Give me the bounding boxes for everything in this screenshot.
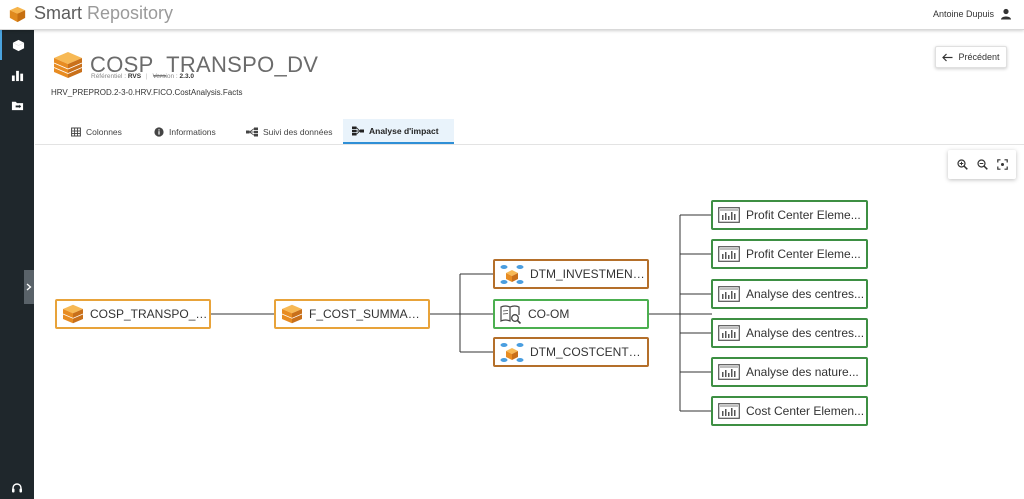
datamart-icon <box>500 265 524 284</box>
object-path: HRV_PREPROD.2-3-0.HRV.FICO.CostAnalysis.… <box>51 88 243 97</box>
top-bar: Smart Repository Antoine Dupuis <box>0 0 1024 30</box>
zoom-in-button[interactable] <box>955 158 969 172</box>
object-meta: Référentiel : RVS | Version : 2.3.0 <box>91 73 195 80</box>
bar-chart-icon <box>11 70 23 81</box>
zoom-in-icon <box>956 159 968 170</box>
report-icon <box>718 403 740 419</box>
report-icon <box>718 286 740 302</box>
app-title[interactable]: Smart Repository <box>34 3 174 23</box>
zoom-out-button[interactable] <box>975 158 989 172</box>
graph-node-level1[interactable]: F_COST_SUMMARY... <box>274 299 430 329</box>
graph-node-root[interactable]: COSP_TRANSPO_D... <box>55 299 211 329</box>
table-icon <box>71 127 81 136</box>
sidebar <box>0 30 34 499</box>
tab-bar: Colonnes Informations Suivi des données <box>35 119 1024 145</box>
user-icon[interactable] <box>1000 8 1012 20</box>
user-name[interactable]: Antoine Dupuis <box>932 9 994 19</box>
graph-node-report-3[interactable]: Analyse des centres... <box>711 279 868 309</box>
graph-node-co-om[interactable]: CO-OM <box>493 299 649 329</box>
fit-view-icon <box>996 159 1008 170</box>
lineage-icon <box>246 127 258 136</box>
info-icon <box>154 126 164 137</box>
sidebar-item-support[interactable] <box>0 477 34 499</box>
sidebar-item-folders[interactable] <box>0 90 34 120</box>
graph-node-dtm-costcenter[interactable]: DTM_COSTCENTER... <box>493 337 649 367</box>
tab-analyse-impact[interactable]: Analyse d'impact <box>343 119 454 144</box>
report-icon <box>718 246 740 262</box>
tab-suivi-donnees[interactable]: Suivi des données <box>237 119 341 144</box>
report-icon <box>718 325 740 341</box>
zoom-controls <box>948 150 1016 179</box>
book-search-icon <box>500 305 522 324</box>
report-icon <box>718 364 740 380</box>
chevron-right-icon <box>26 283 32 291</box>
sidebar-toggle[interactable] <box>24 270 34 304</box>
previous-button[interactable]: Précédent <box>935 46 1007 68</box>
sidebar-item-repository[interactable] <box>0 30 34 60</box>
tab-colonnes[interactable]: Colonnes <box>62 119 131 144</box>
datamart-icon <box>500 343 524 362</box>
tab-informations[interactable]: Informations <box>145 119 225 144</box>
logo-icon <box>9 6 26 23</box>
graph-node-report-1[interactable]: Profit Center Eleme... <box>711 200 868 230</box>
graph-node-report-4[interactable]: Analyse des centres... <box>711 318 868 348</box>
sidebar-item-statistics[interactable] <box>0 60 34 90</box>
page-title: COSP_TRANSPO_DV <box>90 52 319 77</box>
table-object-icon <box>53 52 83 78</box>
graph-node-report-2[interactable]: Profit Center Eleme... <box>711 239 868 269</box>
arrow-left-icon <box>942 53 953 61</box>
graph-node-dtm-investment[interactable]: DTM_INVESTMENT... <box>493 259 649 289</box>
graph-node-report-6[interactable]: Cost Center Elemen... <box>711 396 868 426</box>
table-object-icon <box>62 304 84 324</box>
impact-icon <box>352 126 364 135</box>
table-object-icon <box>281 304 303 324</box>
report-icon <box>718 207 740 223</box>
graph-node-report-5[interactable]: Analyse des nature... <box>711 357 868 387</box>
folder-icon <box>11 101 23 110</box>
fit-view-button[interactable] <box>995 158 1009 172</box>
headset-icon <box>12 483 22 493</box>
zoom-out-icon <box>976 159 988 170</box>
cube-icon <box>12 39 24 51</box>
